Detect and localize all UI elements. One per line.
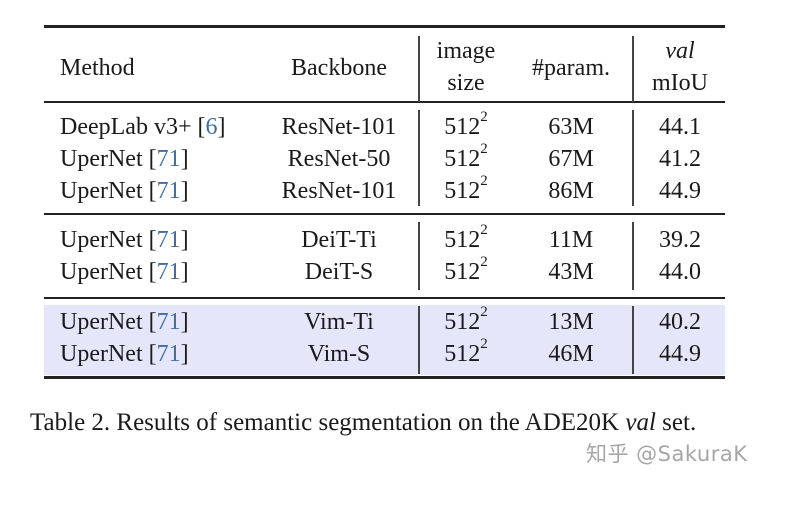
vline-g1-2 <box>632 110 634 206</box>
image-size-base: 512 <box>444 309 481 335</box>
backbone-cell: DeiT-Ti <box>301 227 377 253</box>
image-size-exp: 2 <box>480 304 488 320</box>
header-image-size-1: image <box>436 38 496 64</box>
header-backbone: Backbone <box>291 55 387 81</box>
method-name: UperNet <box>60 259 143 285</box>
image-size-exp: 2 <box>480 254 488 270</box>
miou-cell: 40.2 <box>659 309 701 335</box>
image-size-exp: 2 <box>480 109 488 125</box>
citation-link[interactable]: 6 <box>205 114 218 140</box>
miou-cell: 41.2 <box>659 146 701 172</box>
citation-link[interactable]: 71 <box>156 146 181 172</box>
vline-g2-2 <box>632 222 634 290</box>
method-name: UperNet <box>60 178 143 204</box>
params-cell: 67M <box>548 146 594 172</box>
params-cell: 13M <box>548 309 594 335</box>
caption-italic: val <box>625 409 656 436</box>
citation-link[interactable]: 71 <box>156 309 181 335</box>
miou-cell: 44.9 <box>659 341 701 367</box>
backbone-cell: Vim-S <box>307 341 371 367</box>
method-cell: UperNet [71] <box>60 146 189 172</box>
image-size-exp: 2 <box>480 173 488 189</box>
watermark: 知乎 @SakuraK <box>586 442 748 466</box>
citation-link[interactable]: 71 <box>156 341 181 367</box>
vline-g3-1 <box>418 306 420 374</box>
miou-cell: 44.0 <box>659 259 701 285</box>
vline-g2-1 <box>418 222 420 290</box>
header-image-size-2: size <box>447 70 485 96</box>
method-name: UperNet <box>60 341 143 367</box>
backbone-cell: Vim-Ti <box>304 309 374 335</box>
group-rule-2 <box>44 297 725 299</box>
params-cell: 43M <box>548 259 594 285</box>
image-size-base: 512 <box>444 114 481 140</box>
method-name: UperNet <box>60 309 143 335</box>
image-size-cell: 5122 <box>444 141 488 175</box>
table-caption: Table 2. Results of semantic segmentatio… <box>30 406 750 440</box>
image-size-base: 512 <box>444 178 481 204</box>
image-size-base: 512 <box>444 341 481 367</box>
header-rule <box>44 101 725 103</box>
vline-header-2 <box>632 36 634 102</box>
group-rule-1 <box>44 213 725 215</box>
top-rule <box>44 25 725 28</box>
caption-text: Table 2. Results of semantic segmentatio… <box>30 409 626 436</box>
caption-suffix: set. <box>655 409 697 436</box>
method-cell: UperNet [71] <box>60 309 189 335</box>
params-cell: 86M <box>548 178 594 204</box>
backbone-cell: DeiT-S <box>304 259 374 285</box>
image-size-exp: 2 <box>480 222 488 238</box>
header-params: #param. <box>532 55 610 81</box>
citation-link[interactable]: 71 <box>156 178 181 204</box>
method-cell: UperNet [71] <box>60 341 189 367</box>
method-cell: DeepLab v3+ [6] <box>60 114 226 140</box>
header-method: Method <box>60 55 135 81</box>
method-cell: UperNet [71] <box>60 259 189 285</box>
miou-cell: 39.2 <box>659 227 701 253</box>
vline-g3-2 <box>632 306 634 374</box>
header-val: val <box>665 38 695 64</box>
method-cell: UperNet [71] <box>60 178 189 204</box>
vline-g1-1 <box>418 110 420 206</box>
image-size-cell: 5122 <box>444 222 488 256</box>
method-name: DeepLab v3+ <box>60 114 192 140</box>
highlight-band <box>44 305 725 375</box>
image-size-cell: 5122 <box>444 173 488 207</box>
image-size-base: 512 <box>444 259 481 285</box>
image-size-cell: 5122 <box>444 254 488 288</box>
params-cell: 63M <box>548 114 594 140</box>
vline-header-1 <box>418 36 420 102</box>
backbone-cell: ResNet-50 <box>287 146 391 172</box>
method-name: UperNet <box>60 227 143 253</box>
image-size-cell: 5122 <box>444 109 488 143</box>
method-name: UperNet <box>60 146 143 172</box>
image-size-base: 512 <box>444 227 481 253</box>
params-cell: 46M <box>548 341 594 367</box>
image-size-exp: 2 <box>480 141 488 157</box>
citation-link[interactable]: 71 <box>156 259 181 285</box>
image-size-base: 512 <box>444 146 481 172</box>
header-miou: mIoU <box>652 70 708 96</box>
image-size-cell: 5122 <box>444 304 488 338</box>
miou-cell: 44.1 <box>659 114 701 140</box>
params-cell: 11M <box>548 227 594 253</box>
citation-link[interactable]: 71 <box>156 227 181 253</box>
method-cell: UperNet [71] <box>60 227 189 253</box>
image-size-exp: 2 <box>480 336 488 352</box>
image-size-cell: 5122 <box>444 336 488 370</box>
bottom-rule <box>44 376 725 379</box>
backbone-cell: ResNet-101 <box>281 114 397 140</box>
backbone-cell: ResNet-101 <box>281 178 397 204</box>
miou-cell: 44.9 <box>659 178 701 204</box>
